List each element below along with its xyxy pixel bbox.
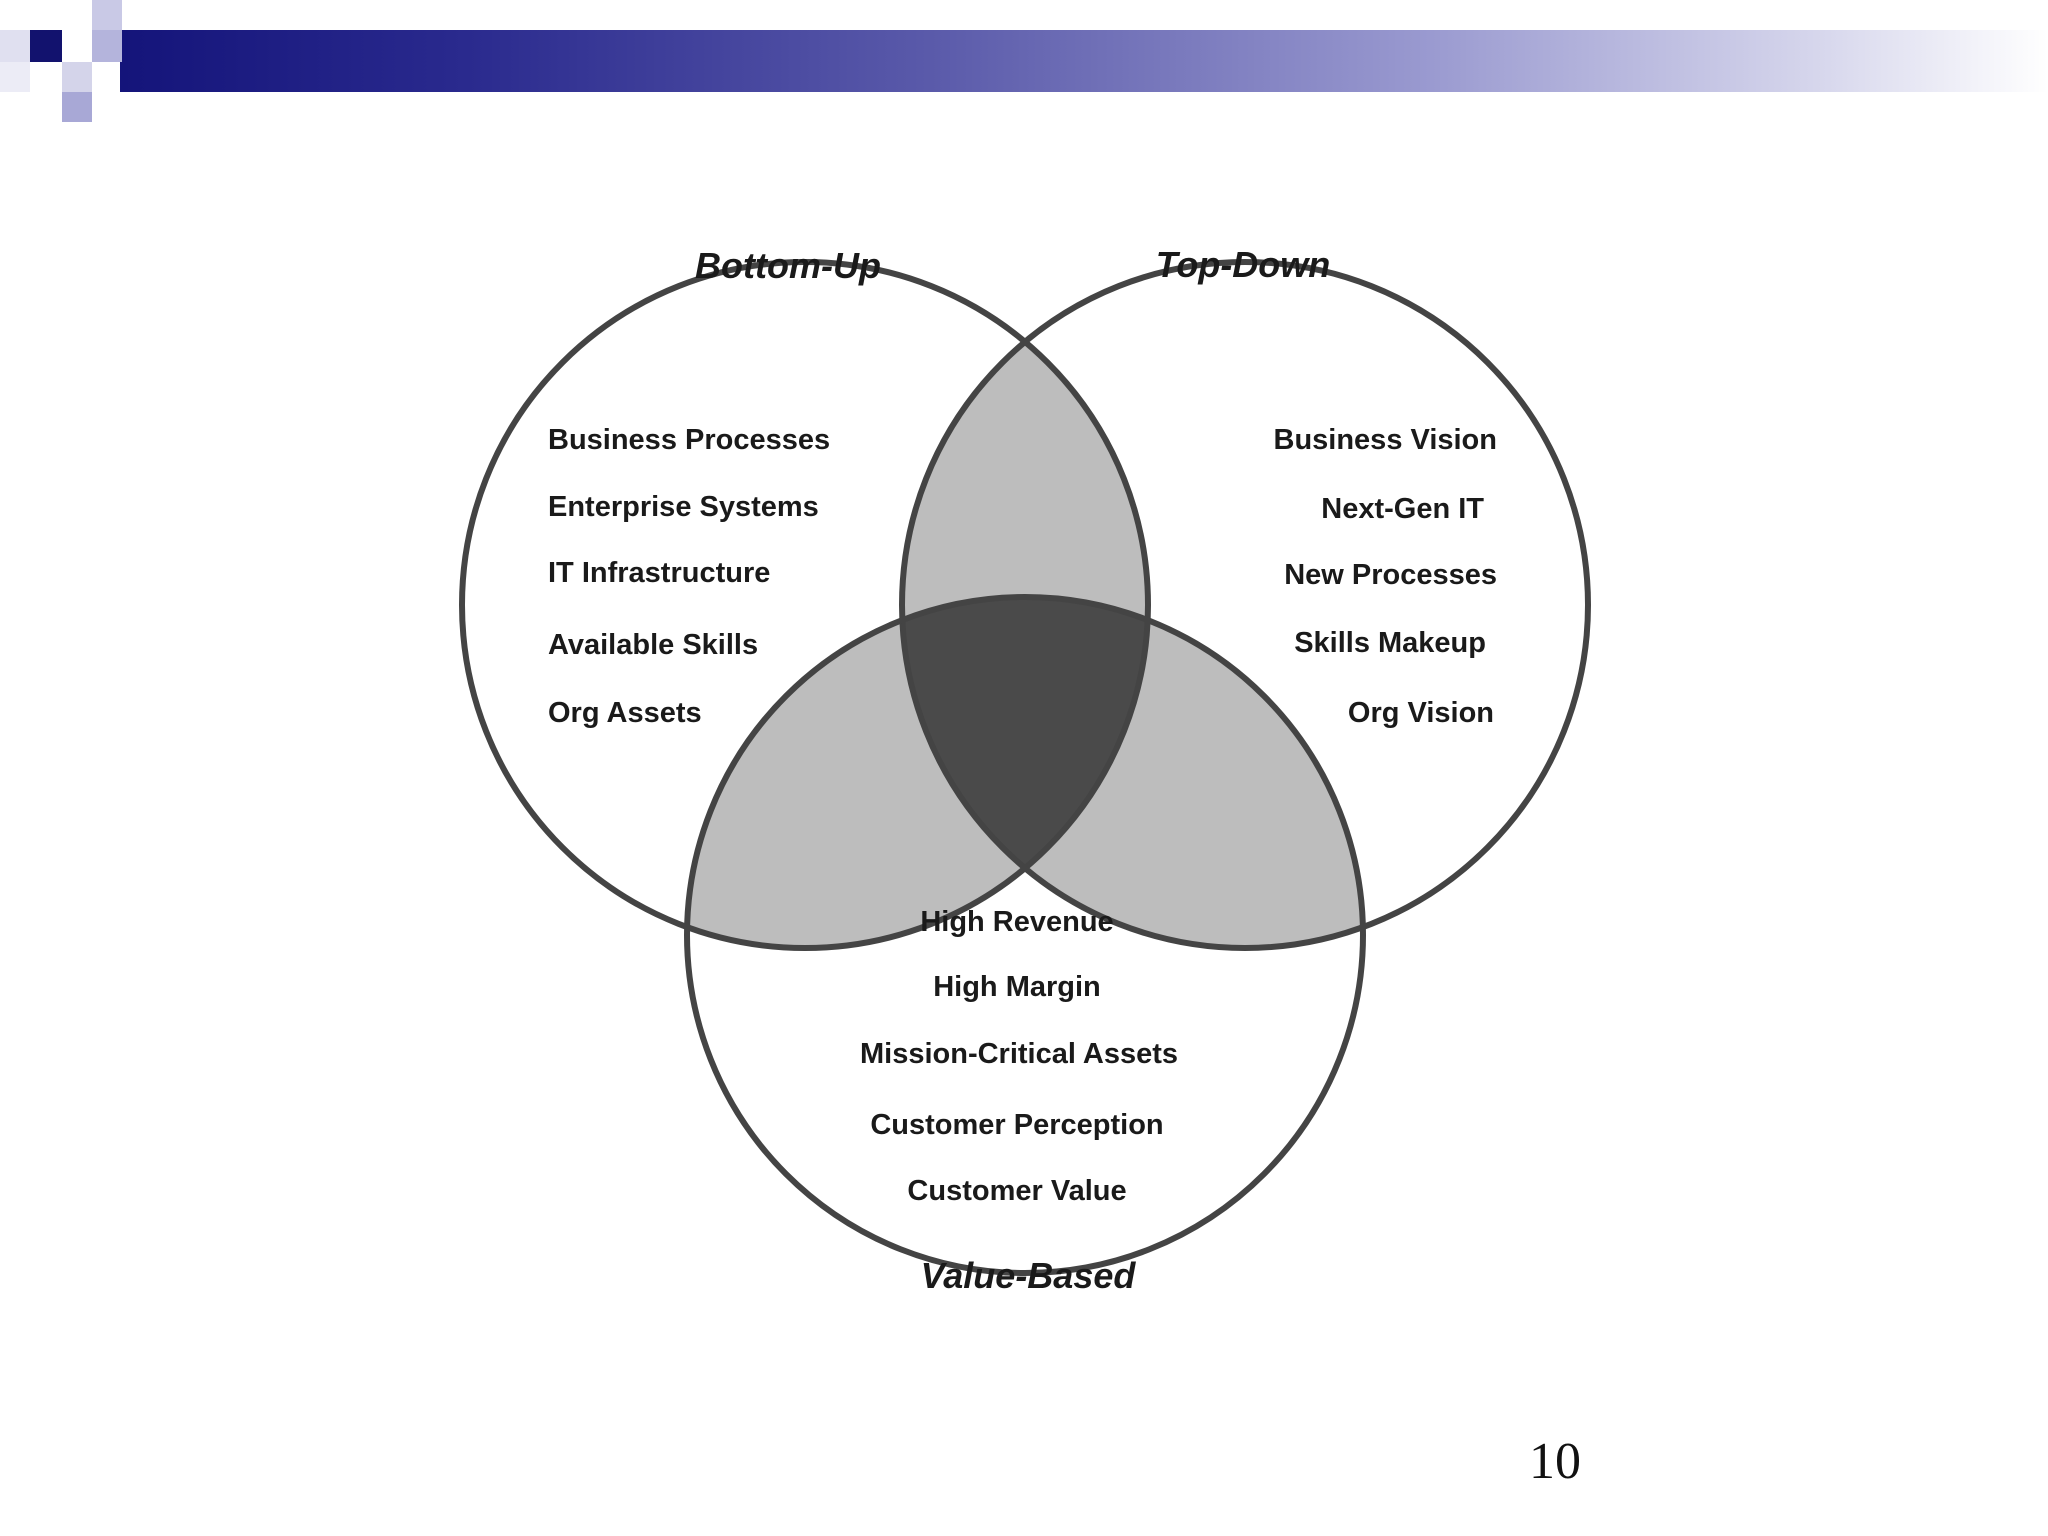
header-decoration-square xyxy=(30,62,62,92)
header-decoration-square xyxy=(30,0,62,30)
header-gradient-bar xyxy=(120,30,2048,92)
bottom-up-item: IT Infrastructure xyxy=(548,557,770,589)
header-decoration-square xyxy=(62,92,92,122)
circle-value-based xyxy=(684,594,1366,1276)
header-decoration-square xyxy=(0,30,30,62)
value-based-item: Customer Perception xyxy=(870,1109,1163,1141)
header-decoration-square xyxy=(92,0,122,30)
top-down-item: Skills Makeup xyxy=(1294,627,1486,659)
value-based-item: High Margin xyxy=(933,971,1101,1003)
top-down-item: Next-Gen IT xyxy=(1321,493,1484,525)
title-bottom-up: Bottom-Up xyxy=(695,245,881,286)
bottom-up-item: Org Assets xyxy=(548,697,702,729)
header-decoration-square xyxy=(0,62,30,92)
page-number: 10 xyxy=(1529,1433,1581,1490)
header-decoration-square xyxy=(62,30,92,62)
circle-bottom-up xyxy=(459,259,1151,951)
header-decoration-square xyxy=(62,62,92,92)
header-decoration-square xyxy=(92,30,122,62)
bottom-up-item: Business Processes xyxy=(548,424,830,456)
value-based-item: Customer Value xyxy=(907,1175,1126,1207)
top-down-item: Org Vision xyxy=(1348,697,1494,729)
header-decoration-square xyxy=(0,0,30,30)
top-down-item: New Processes xyxy=(1284,559,1497,591)
value-based-item: High Revenue xyxy=(920,906,1113,938)
header-decoration-square xyxy=(30,30,62,62)
title-value-based: Value-Based xyxy=(921,1255,1137,1296)
circle-top-down xyxy=(899,259,1591,951)
top-down-item: Business Vision xyxy=(1274,424,1498,456)
bottom-up-item: Available Skills xyxy=(548,629,758,661)
value-based-item: Mission-Critical Assets xyxy=(860,1038,1178,1070)
bottom-up-item: Enterprise Systems xyxy=(548,491,819,523)
title-top-down: Top-Down xyxy=(1156,244,1331,285)
